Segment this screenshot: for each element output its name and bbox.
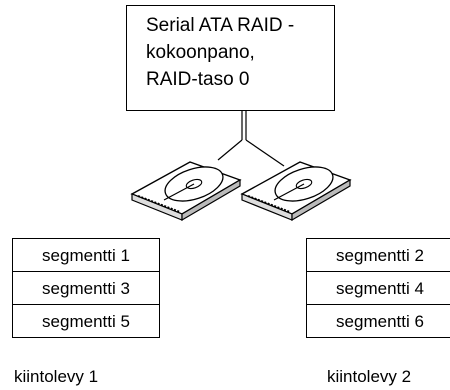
raid-config-line-3: RAID-taso 0: [146, 69, 250, 90]
connector-lines: [217, 111, 285, 167]
hard-drive-icon: [240, 161, 352, 222]
disk-1-label: kiintolevy 1: [14, 367, 99, 386]
segment-cell: segmentti 1: [42, 246, 130, 265]
raid-config-line-1: Serial ATA RAID -: [146, 15, 295, 36]
segment-cell: segmentti 3: [13, 271, 159, 304]
segment-cell: segmentti 5: [13, 304, 159, 337]
drives-diagram: [130, 111, 352, 222]
raid-config-line-2: kokoonpano,: [146, 42, 255, 63]
segment-cell: segmentti 2: [336, 246, 424, 265]
hard-drive-icon: [130, 161, 242, 222]
segment-cell: segmentti 6: [307, 304, 450, 337]
disk-2-label: kiintolevy 2: [327, 367, 412, 386]
raid-config-box: Serial ATA RAID - kokoonpano, RAID-taso …: [126, 5, 335, 111]
disk-1-segments: segmentti 1 segmentti 3 segmentti 5: [12, 238, 160, 338]
disk-2-segments: segmentti 2 segmentti 4 segmentti 6: [306, 238, 450, 338]
segment-cell: segmentti 4: [307, 271, 450, 304]
